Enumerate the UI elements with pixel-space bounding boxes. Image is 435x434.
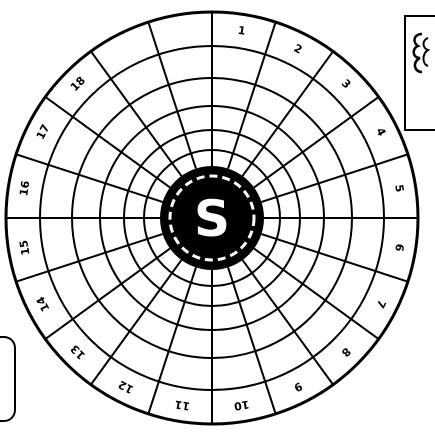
left-edge-panel (0, 336, 16, 422)
sector-label-10: 10 (233, 398, 250, 413)
sector-label-11: 11 (174, 398, 191, 413)
hub-s-glyph: S (194, 190, 230, 248)
center-hub: S (160, 166, 264, 270)
sector-label-15: 15 (17, 239, 32, 256)
scroll-ornament-icon (408, 30, 435, 80)
sector-label-16: 16 (17, 179, 32, 196)
